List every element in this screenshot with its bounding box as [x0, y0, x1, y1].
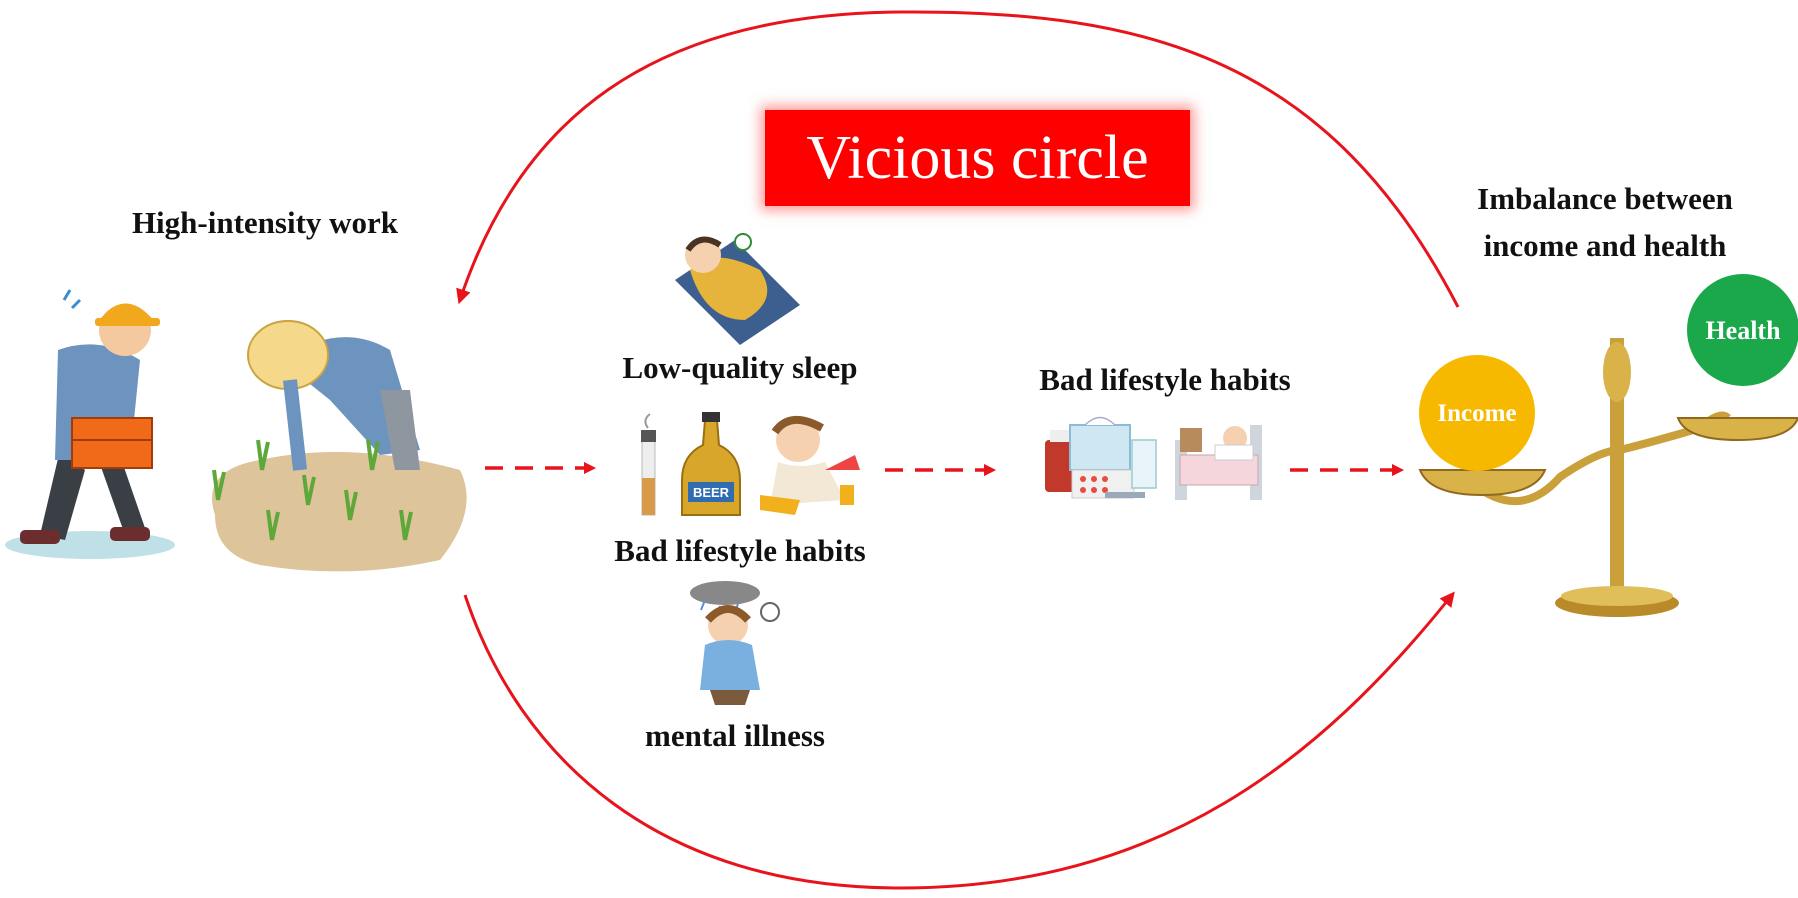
medicine-icon [1045, 416, 1157, 499]
balance-scale-icon [1418, 338, 1798, 617]
high-intensity-work-label: High-intensity work [131, 205, 399, 240]
cigarette-icon [641, 413, 656, 516]
worker-carrying-box-icon [5, 289, 175, 559]
mental-illness-label: mental illness [645, 718, 825, 753]
income-circle [1419, 355, 1535, 471]
bottom-cycle-arrow [463, 591, 1455, 890]
top-cycle-arrow [456, 10, 1460, 308]
imbalance-label-line2: income and health [1483, 228, 1727, 263]
beer-label: BEER [693, 485, 730, 500]
junk-food-child-icon [760, 416, 860, 515]
title-box: Vicious circle [765, 110, 1190, 206]
sleeping-person-icon [675, 233, 800, 345]
bad-lifestyle-habits-right-label: Bad lifestyle habits [1039, 362, 1291, 397]
low-quality-sleep-label: Low-quality sleep [622, 350, 858, 385]
health-circle [1687, 274, 1798, 386]
bad-lifestyle-habits-left-label: Bad lifestyle habits [614, 533, 866, 568]
diagram-title: Vicious circle [806, 123, 1149, 192]
imbalance-label-line1: Imbalance between [1477, 181, 1733, 216]
beer-bottle-icon: BEER [681, 412, 741, 516]
hospital-bed-icon [1175, 425, 1262, 500]
farmer-planting-rice-icon [212, 320, 467, 572]
health-label: Health [1705, 316, 1781, 345]
depressed-person-icon [690, 581, 780, 705]
income-label: Income [1437, 400, 1516, 427]
